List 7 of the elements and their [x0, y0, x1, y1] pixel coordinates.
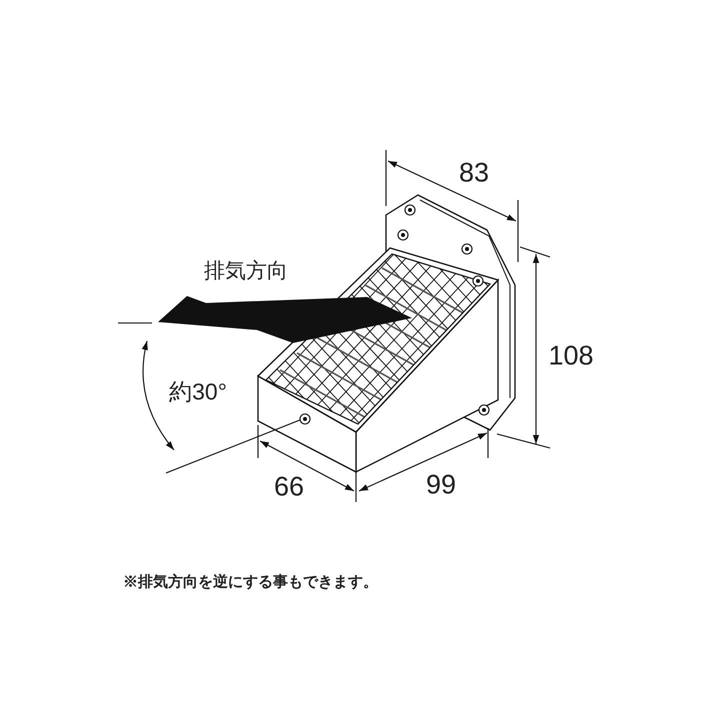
note-text: ※排気方向を逆にする事もできます。 — [123, 574, 378, 590]
dimension-label: 83 — [458, 160, 490, 186]
dimension-label: 66 — [274, 474, 304, 500]
dimension-label: 108 — [548, 342, 594, 370]
direction-label: 排気方向 — [204, 260, 288, 282]
angle-label: 約30° — [169, 380, 227, 404]
dimension-label: 99 — [426, 472, 456, 498]
